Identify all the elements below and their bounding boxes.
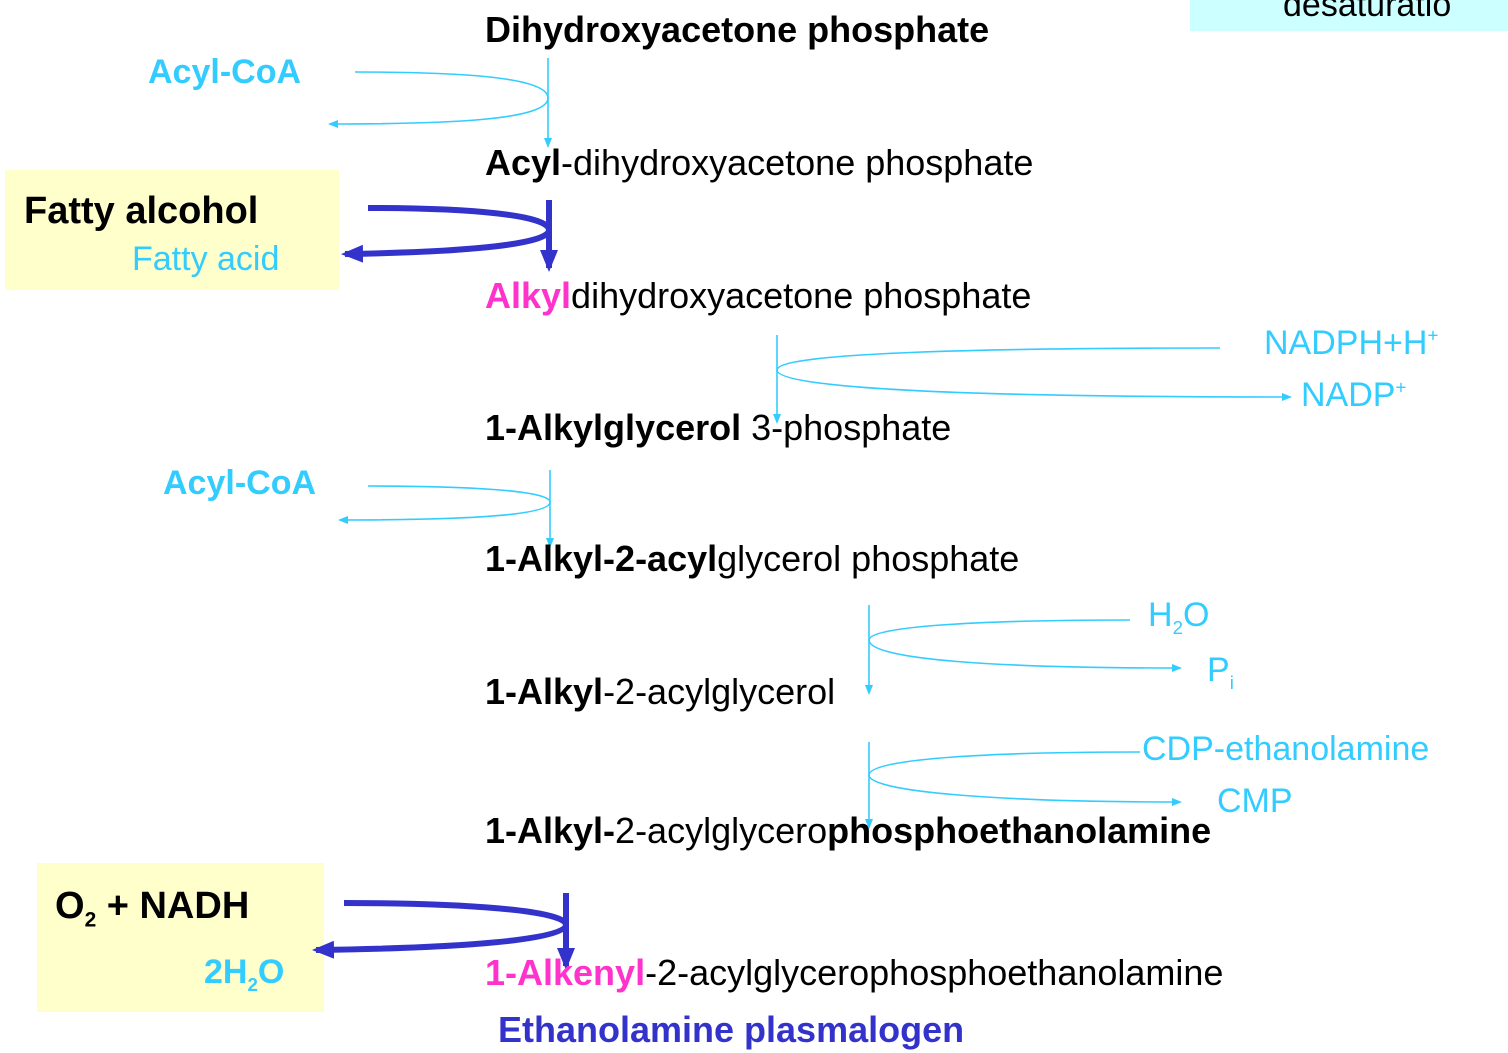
step-alkylglycerol-3-phosphate: 1-Alkylglycerol 3-phosphate <box>485 410 951 446</box>
two-h2o-sub: 2 <box>247 973 258 995</box>
cofactor-2h2o: 2H2O <box>204 953 285 994</box>
step-acyl-dhap: Acyl-dihydroxyacetone phosphate <box>485 145 1033 181</box>
cofactor-acyl-coa-2: Acyl-CoA <box>163 464 317 502</box>
o2-a: O <box>55 885 85 927</box>
step-alkyl-acylglycerophosphoethanolamine: 1-Alkyl-2-acylglycerophosphoethanolamine <box>485 813 1211 849</box>
product-ethanolamine-plasmalogen: Ethanolamine plasmalogen <box>498 1009 965 1050</box>
acyl-coa-1-arrow <box>328 58 552 148</box>
h2o-a: H <box>1148 596 1173 634</box>
h2o-sub: 2 <box>1172 616 1183 638</box>
step-alkyl-dhap-bold: Alkyl <box>485 275 572 316</box>
cofactor-nadph: NADPH+H+ <box>1264 326 1438 360</box>
cofactor-o2-nadh: O2 + NADH <box>55 885 250 931</box>
cofactor-pi: Pi <box>1207 651 1234 692</box>
step-alkenyl-acylglycerophosphoethanolamine: 1-Alkenyl-2-acylglycerophosphoethanolami… <box>485 955 1223 991</box>
step-alkyl-gpe-bold2: phosphoethanolamine <box>827 810 1212 851</box>
step-alkylglycerol-bold: 1-Alkylglycerol <box>485 407 742 448</box>
acyl-coa-2-arrow <box>338 470 554 548</box>
two-h2o-a: 2H <box>204 953 248 991</box>
two-h2o-b: O <box>257 953 285 991</box>
fatty-alcohol-box <box>5 170 339 290</box>
cofactor-fatty-alcohol: Fatty alcohol <box>24 190 259 232</box>
step-alkyl-gpe-mid: 2-acylglycero <box>615 810 828 851</box>
nadph-base: NADPH+H <box>1264 324 1428 362</box>
cofactor-cdp-ethanolamine: CDP-ethanolamine <box>1142 730 1430 768</box>
o2-nadh-box <box>37 863 324 1012</box>
cofactor-acyl-coa-1: Acyl-CoA <box>148 53 302 91</box>
step-alkenyl-bold: 1-Alkenyl <box>485 952 646 993</box>
o2-b: + NADH <box>96 885 250 927</box>
cofactor-h2o: H2O <box>1148 596 1210 637</box>
cofactor-fatty-acid: Fatty acid <box>132 240 280 278</box>
step-alkyl-acyl-bold: 1-Alkyl-2-acyl <box>485 538 718 579</box>
step-acyl-dhap-bold: Acyl <box>485 142 562 183</box>
cofactor-cmp: CMP <box>1217 782 1293 820</box>
nadp-base: NADP <box>1301 376 1396 414</box>
step-alkenyl-rest: -2-acylglycerophosphoethanolamine <box>645 952 1224 993</box>
nadph-sup: + <box>1427 324 1439 346</box>
step-alkyl-acylglycerol: 1-Alkyl-2-acylglycerol <box>485 674 835 710</box>
nadp-sup: + <box>1395 376 1407 398</box>
pi-a: P <box>1207 651 1230 689</box>
h2o-b: O <box>1182 596 1210 634</box>
o2-sub: 2 <box>84 908 97 932</box>
step-alkyl-acylglycerol-phosphate: 1-Alkyl-2-acylglycerol phosphate <box>485 541 1019 577</box>
step-alkyl-dhap-rest: dihydroxyacetone phosphate <box>571 275 1032 316</box>
phosphatase-arrow <box>865 605 1182 695</box>
corner-note-box <box>1190 0 1508 31</box>
step-alkyl-dhap: Alkyldihydroxyacetone phosphate <box>485 278 1031 314</box>
cofactor-nadp: NADP+ <box>1301 378 1406 412</box>
step-acyl-dhap-rest: -dihydroxyacetone phosphate <box>561 142 1034 183</box>
step-alkyl-acyl-rest: glycerol phosphate <box>717 538 1020 579</box>
step-dihydroxyacetone-phosphate: Dihydroxyacetone phosphate <box>485 9 990 50</box>
pi-sub: i <box>1229 671 1234 693</box>
step-alkylglycerol-rest: 3-phosphate <box>741 407 952 448</box>
corner-note-text: desaturatio <box>1283 0 1452 22</box>
step-alkyl-acylglycerol-bold: 1-Alkyl <box>485 671 604 712</box>
step-alkyl-gpe-bold1: 1-Alkyl- <box>485 810 616 851</box>
step-alkyl-acylglycerol-rest: -2-acylglycerol <box>603 671 836 712</box>
fatty-alcohol-arrow <box>341 200 558 272</box>
